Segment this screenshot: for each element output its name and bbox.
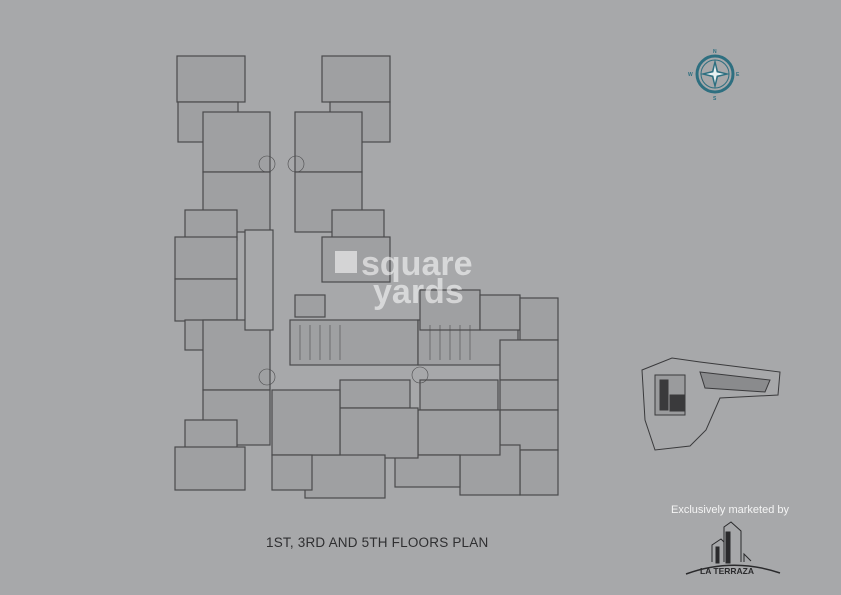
plan-title: 1ST, 3RD AND 5TH FLOORS PLAN [266, 535, 489, 550]
compass-rose-icon: N E S W [688, 49, 740, 102]
floor-plan-walls [174, 55, 559, 499]
brand-name: LA TERRAZA [700, 566, 754, 576]
floor-plan-details [258, 155, 471, 386]
compass-south: S [713, 96, 717, 102]
watermark: square yards [335, 247, 473, 311]
compass-east: E [736, 72, 740, 78]
site-key-plan [641, 357, 781, 451]
watermark-square-icon [335, 251, 357, 273]
watermark-line1: square [361, 245, 473, 283]
la-terraza-logo [685, 521, 781, 575]
marketed-by-label: Exclusively marketed by [671, 504, 789, 516]
watermark-line2: yards [373, 273, 464, 311]
compass-north: N [713, 49, 717, 55]
compass-west: W [688, 72, 693, 78]
